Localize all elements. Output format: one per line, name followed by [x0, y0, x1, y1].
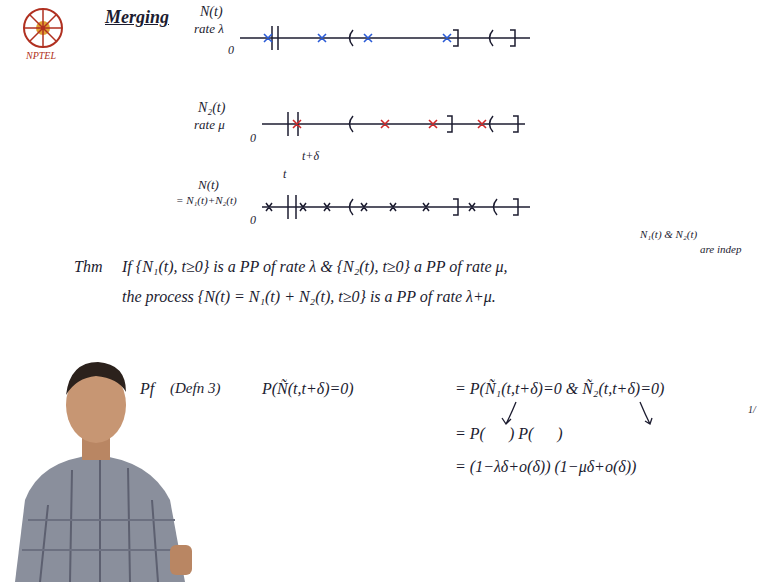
page-number: 1/	[748, 404, 756, 415]
theorem-text: the process {N(t) = N₁(t) + N₂(t), t≥0} …	[122, 288, 496, 306]
origin-label: 0	[250, 214, 256, 227]
nptel-logo	[24, 9, 62, 47]
time-label: t+δ	[302, 150, 319, 163]
timeline-merged	[262, 195, 530, 219]
process-name: N₂(t)	[198, 100, 225, 115]
page-heading: Merging	[105, 8, 169, 28]
timeline-n1	[240, 26, 530, 50]
arrival-crosses-red	[293, 120, 486, 128]
proof-note: (Defn 3)	[170, 380, 220, 397]
arrival-crosses-blue	[264, 34, 451, 42]
equation: = P( ) P( )	[455, 425, 563, 443]
origin-label: 0	[228, 44, 234, 57]
rate-label: rate λ	[194, 22, 224, 36]
equation: = (1−λδ+o(δ)) (1−μδ+o(δ))	[455, 458, 636, 476]
process-name: N(t)	[198, 178, 219, 192]
side-note: N₁(t) & N₂(t)	[640, 228, 697, 240]
proof-label: Pf	[140, 380, 154, 398]
process-name: N(t)	[200, 4, 223, 19]
equation: P(Ñ(t,t+δ)=0)	[262, 380, 354, 398]
side-note: are indep	[700, 243, 741, 255]
equation: = P(Ñ₁(t,t+δ)=0 & Ñ₂(t,t+δ)=0)	[455, 380, 664, 398]
origin-label: 0	[250, 132, 256, 145]
proof-arrows	[502, 402, 652, 424]
rate-label: rate μ	[194, 118, 225, 132]
logo-text: NPTEL	[26, 50, 56, 61]
theorem-label: Thm	[74, 258, 102, 276]
process-sum: = N₁(t)+N₂(t)	[176, 194, 237, 206]
timeline-n2	[262, 112, 525, 136]
lecturer-figure	[15, 362, 192, 582]
time-label: t	[283, 168, 286, 181]
theorem-text: If {N₁(t), t≥0} is a PP of rate λ & {N₂(…	[122, 258, 508, 276]
